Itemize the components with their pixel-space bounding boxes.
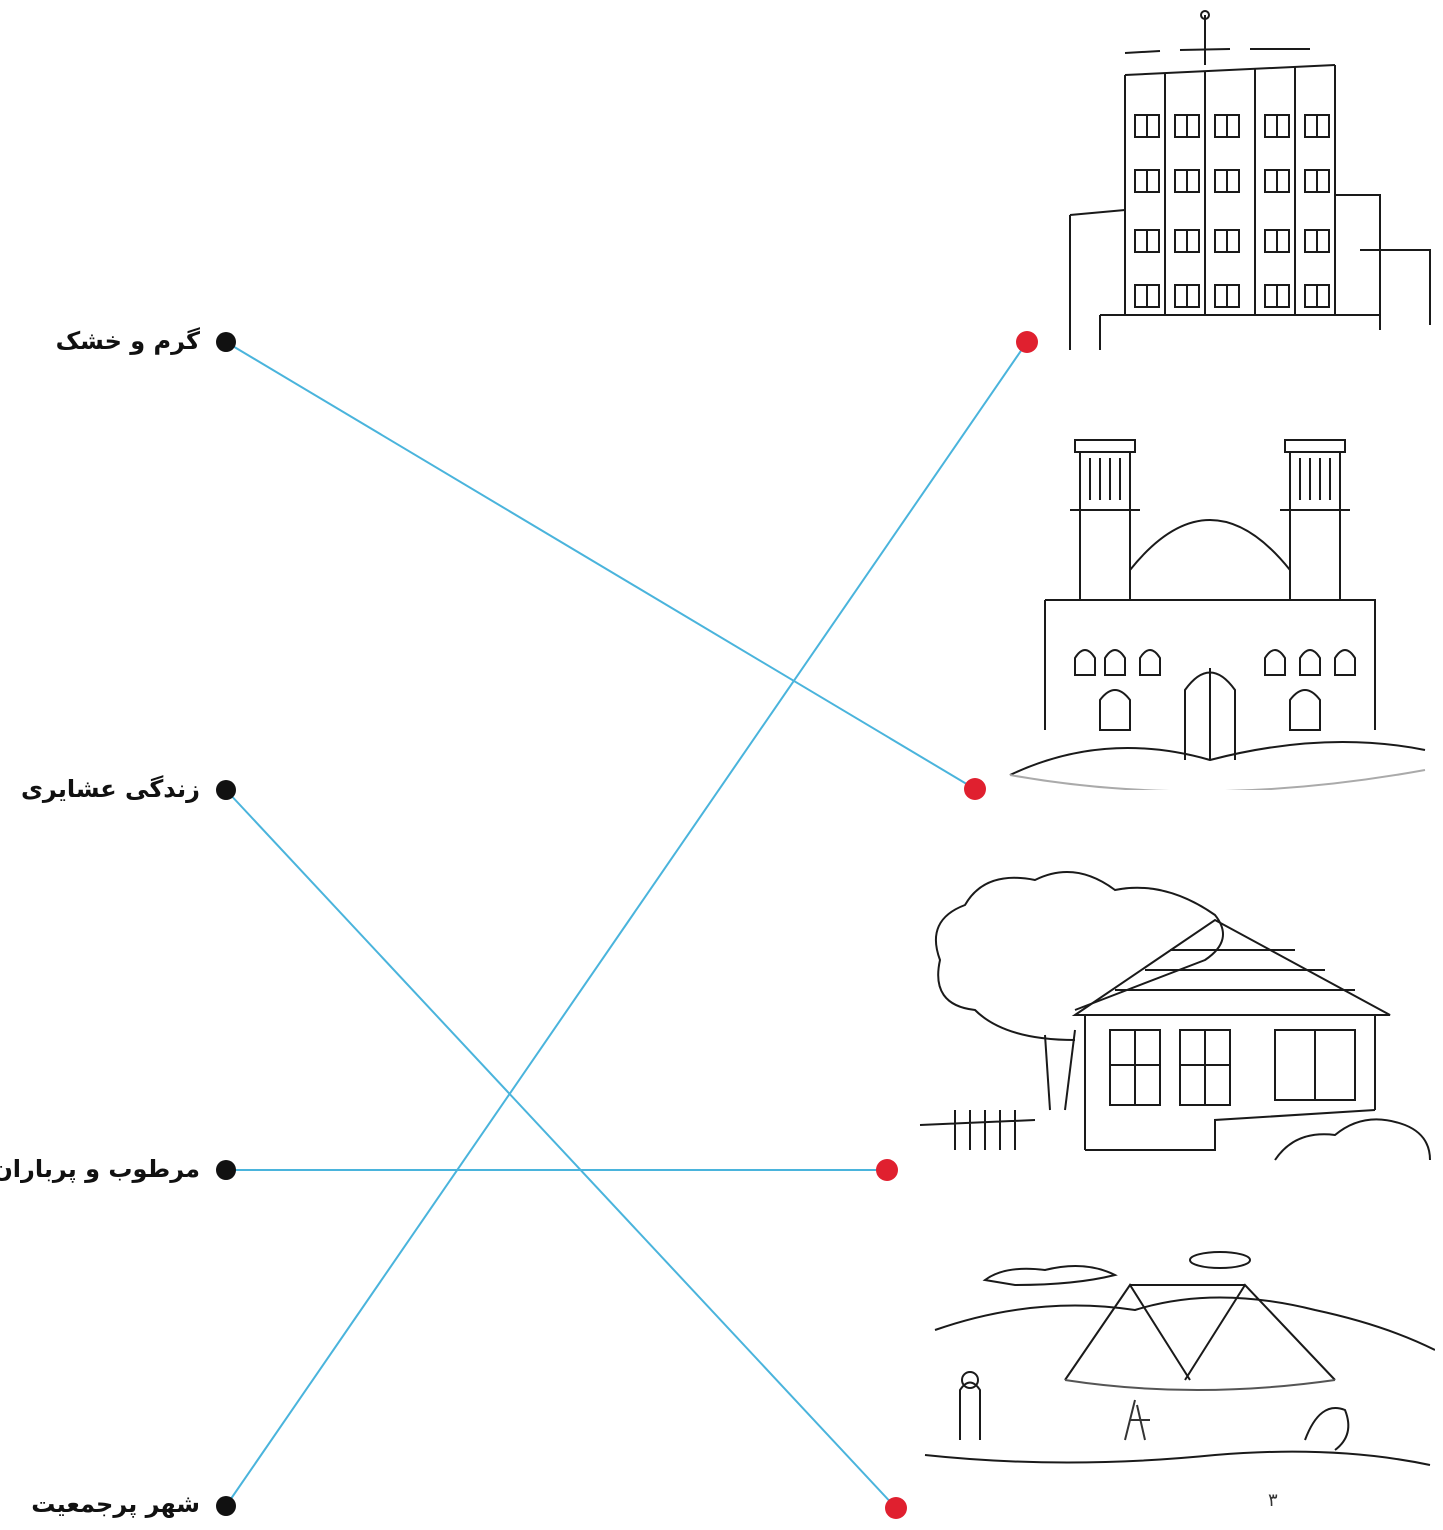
right-dot-3[interactable]	[885, 1497, 907, 1519]
label-nomadic-life: زندگی عشایری	[21, 775, 200, 803]
windcatcher-building-icon	[1005, 430, 1430, 790]
label-hot-dry: گرم و خشک	[56, 327, 200, 355]
connector-lines	[226, 342, 1027, 1508]
right-dot-2[interactable]	[876, 1159, 898, 1181]
connector-line-3	[226, 342, 1027, 1506]
village-house-icon	[915, 860, 1435, 1170]
left-dot-1[interactable]	[216, 780, 236, 800]
apartment-building-icon	[1050, 5, 1435, 350]
right-dot-1[interactable]	[964, 778, 986, 800]
label-populous-city: شهر پرجمعیت	[31, 1490, 200, 1518]
right-dot-0[interactable]	[1016, 331, 1038, 353]
left-dot-3[interactable]	[216, 1496, 236, 1516]
label-humid-rainy: مرطوب و پرباران	[0, 1155, 200, 1183]
image-number-caption: ۳	[1268, 1490, 1278, 1511]
connector-line-0	[226, 342, 975, 789]
nomad-tent-icon	[915, 1240, 1435, 1490]
left-dot-2[interactable]	[216, 1160, 236, 1180]
left-dot-0[interactable]	[216, 332, 236, 352]
connector-line-1	[226, 790, 896, 1508]
